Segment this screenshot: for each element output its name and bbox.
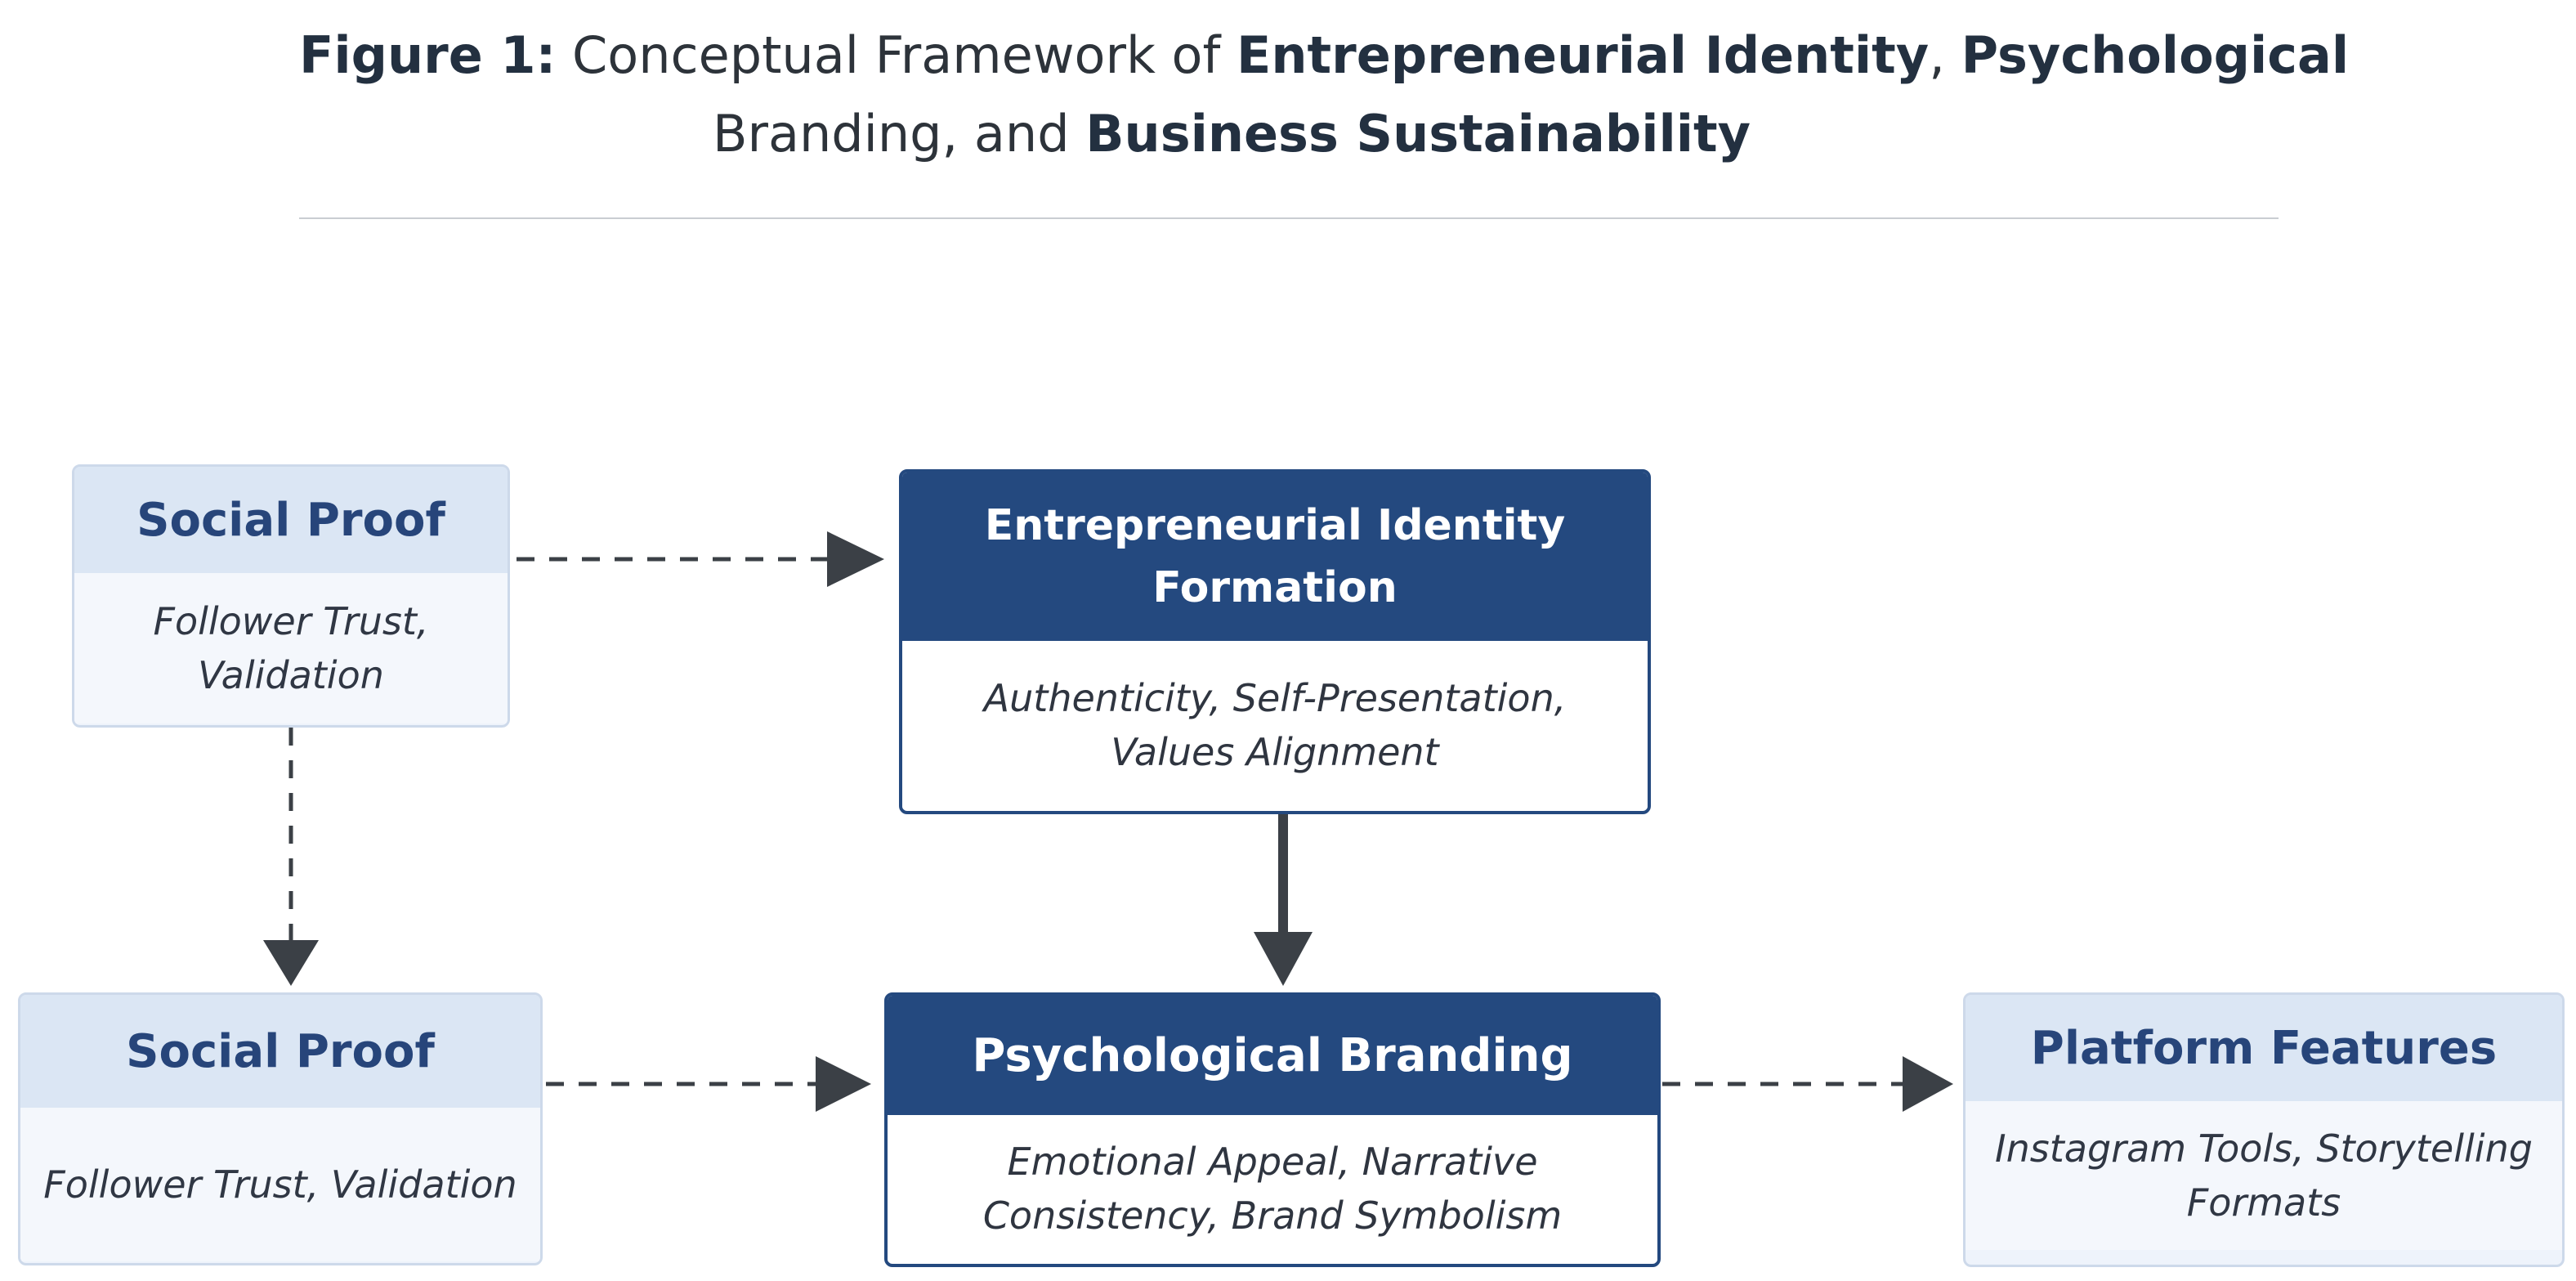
node-social-proof-bottom-description: Follower Trust, Validation — [20, 1108, 540, 1261]
node-platform-features-title: Platform Features — [2030, 1021, 2498, 1075]
node-entrepreneurial-identity-header: Entrepreneurial Identity Formation — [902, 473, 1648, 641]
arrowhead-to-platform-features — [1903, 1056, 1953, 1112]
arrowhead-to-entrepreneurial-identity — [827, 531, 884, 587]
figure-label: Figure 1: — [299, 25, 557, 85]
node-psychological-branding-description: Emotional Appeal, Narrative Consistency,… — [888, 1115, 1657, 1262]
node-entrepreneurial-identity-title: Entrepreneurial Identity Formation — [984, 501, 1566, 612]
figure-title: Figure 1: Conceptual Framework of Entrep… — [299, 16, 2349, 173]
node-social-proof-bottom-title: Social Proof — [126, 1024, 435, 1078]
node-platform-features-description: Instagram Tools, Storytelling Formats — [1966, 1101, 2562, 1250]
node-entrepreneurial-identity: Entrepreneurial Identity Formation Authe… — [899, 469, 1651, 814]
node-psychological-branding-header: Psychological Branding — [888, 996, 1657, 1115]
figure-title-line-1: Figure 1: Conceptual Framework of Entrep… — [299, 16, 2349, 95]
node-psychological-branding-title: Psychological Branding — [972, 1028, 1573, 1082]
node-social-proof-top-header: Social Proof — [74, 467, 508, 573]
title-term-branding: Branding — [712, 104, 942, 163]
title-term-identity: Entrepreneurial Identity — [1237, 25, 1930, 85]
arrowhead-to-psychological-branding-left — [816, 1056, 871, 1112]
node-psychological-branding: Psychological Branding Emotional Appeal,… — [884, 992, 1661, 1267]
node-social-proof-top: Social Proof Follower Trust, Validation — [72, 464, 510, 728]
node-social-proof-top-description: Follower Trust, Validation — [74, 573, 508, 723]
node-social-proof-top-title: Social Proof — [136, 493, 445, 547]
title-separator-1: , — [1929, 25, 1945, 85]
arrowhead-to-psychological-branding-top — [1254, 932, 1313, 986]
node-platform-features: Platform Features Instagram Tools, Story… — [1963, 992, 2565, 1267]
arrowhead-to-social-proof-bottom — [263, 940, 319, 986]
node-social-proof-bottom-header: Social Proof — [20, 995, 540, 1108]
title-separator-2: , and — [941, 104, 1070, 163]
node-platform-features-header: Platform Features — [1966, 995, 2562, 1101]
title-term-sustainability: Business Sustainability — [1085, 104, 1751, 163]
figure-title-line-2: Branding, and Business Sustainability — [299, 95, 2164, 173]
node-social-proof-bottom: Social Proof Follower Trust, Validation — [18, 992, 543, 1265]
title-term-psychological: Psychological — [1961, 25, 2350, 85]
node-entrepreneurial-identity-description: Authenticity, Self-Presentation, Values … — [902, 641, 1648, 809]
title-prefix: Conceptual Framework of — [572, 25, 1221, 85]
title-divider — [299, 217, 2279, 219]
